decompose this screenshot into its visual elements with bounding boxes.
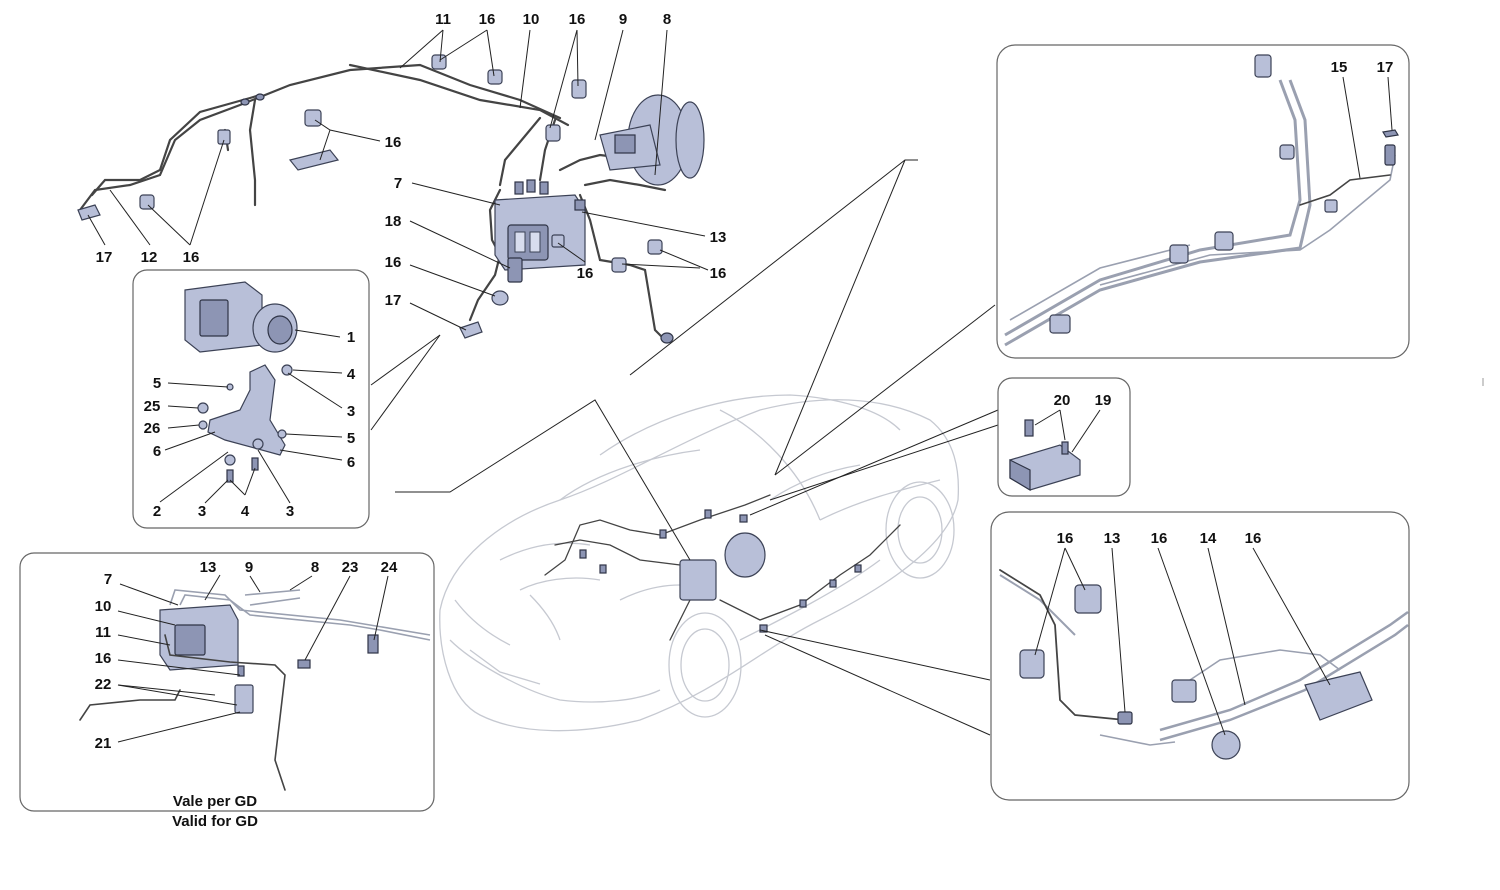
callout-label: 16 xyxy=(183,249,200,266)
callout-label: 3 xyxy=(286,503,294,520)
callout-label: 25 xyxy=(144,398,161,415)
callout-label: 10 xyxy=(523,11,540,28)
callout-label: 21 xyxy=(95,735,112,752)
callout-label: 11 xyxy=(435,11,451,28)
callout-label: 16 xyxy=(577,265,594,282)
callout-label: 17 xyxy=(385,292,402,309)
callout-label: 14 xyxy=(1200,530,1217,547)
callout-label: 13 xyxy=(200,559,217,576)
car-leader-lines xyxy=(395,159,999,736)
callout-label: 4 xyxy=(347,366,356,383)
callout-label: 5 xyxy=(347,430,355,447)
callout-label: 13 xyxy=(1104,530,1121,547)
callout-label: 26 xyxy=(144,420,161,437)
brake-line-panel xyxy=(996,44,1410,359)
callout-label: 13 xyxy=(710,229,727,246)
callout-label: 6 xyxy=(347,454,355,471)
abs-bracket-panel xyxy=(132,269,441,529)
callout-label: 3 xyxy=(347,403,355,420)
callout-label: 19 xyxy=(1095,392,1112,409)
callout-label: 17 xyxy=(1377,59,1394,76)
callout-label: 24 xyxy=(381,559,398,576)
callout-label: 16 xyxy=(95,650,112,667)
callout-label: 15 xyxy=(1331,59,1348,76)
callout-label: 8 xyxy=(311,559,319,576)
callout-label: 12 xyxy=(141,249,158,266)
callout-label: 16 xyxy=(385,254,402,271)
callout-label: 7 xyxy=(104,571,112,588)
gd-caption-line1: Vale per GD xyxy=(173,793,257,810)
callout-label: 3 xyxy=(198,503,206,520)
callout-label: 1 xyxy=(347,329,355,346)
gd-variant-panel: Vale per GD Valid for GD xyxy=(19,552,435,830)
main-assembly xyxy=(77,29,709,344)
callout-label: 18 xyxy=(385,213,402,230)
callout-label: 16 xyxy=(1245,530,1262,547)
callout-label: 16 xyxy=(385,134,402,151)
callout-label: 9 xyxy=(245,559,253,576)
callout-labels: 11 16 10 16 9 8 16 7 18 13 16 16 16 17 1… xyxy=(95,11,1394,752)
callout-label: 22 xyxy=(95,676,112,693)
callout-label: 16 xyxy=(479,11,496,28)
gd-caption-line2: Valid for GD xyxy=(172,813,258,830)
callout-label: 20 xyxy=(1054,392,1071,409)
callout-label: 10 xyxy=(95,598,112,615)
callout-label: 5 xyxy=(153,375,161,392)
callout-label: 4 xyxy=(241,503,250,520)
callout-label: 17 xyxy=(96,249,113,266)
callout-label: 7 xyxy=(394,175,402,192)
callout-label: 16 xyxy=(710,265,727,282)
callout-label: 8 xyxy=(663,11,671,28)
callout-label: 16 xyxy=(1057,530,1074,547)
callout-label: 2 xyxy=(153,503,161,520)
callout-label: 11 xyxy=(95,624,111,641)
callout-label: 6 xyxy=(153,443,161,460)
car-outline xyxy=(439,394,960,732)
callout-label: 9 xyxy=(619,11,627,28)
sensor-panel xyxy=(997,377,1131,497)
callout-label: 16 xyxy=(569,11,586,28)
callout-label: 23 xyxy=(342,559,359,576)
clip-panel xyxy=(990,511,1410,801)
callout-label: 16 xyxy=(1151,530,1168,547)
